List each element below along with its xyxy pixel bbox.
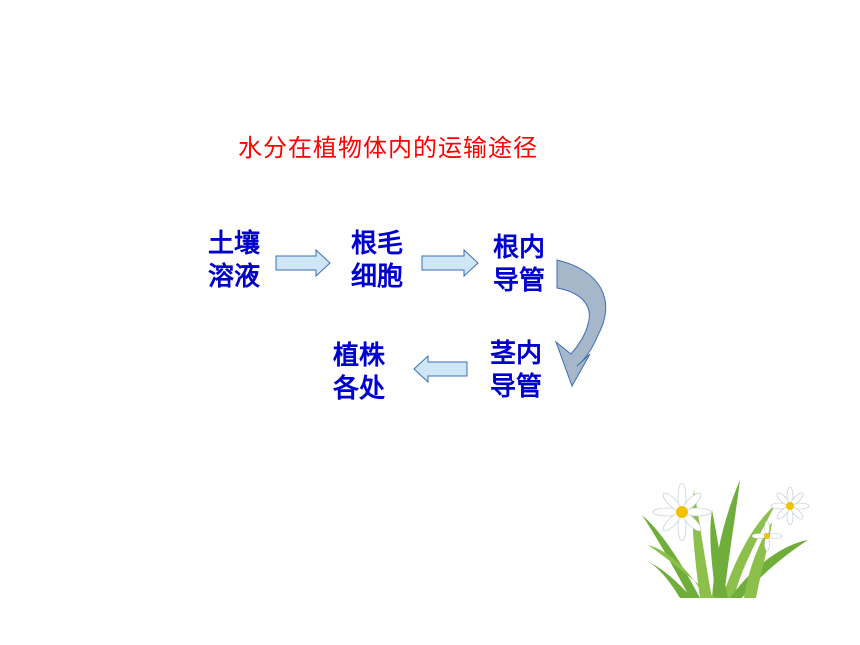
node-root-hair-cell: 根毛 细胞 <box>342 228 412 294</box>
node-root-hair-cell-line2: 细胞 <box>350 262 403 292</box>
flower-small-right <box>770 486 810 526</box>
node-root-vessel-line2: 导管 <box>492 266 545 296</box>
node-stem-vessel-line1: 茎内 <box>489 339 542 369</box>
node-whole-plant: 植株 各处 <box>324 340 394 406</box>
arrow-root-hair-to-root-vessel <box>421 248 479 278</box>
node-whole-plant-line1: 植株 <box>332 341 385 371</box>
node-root-vessel-line1: 根内 <box>492 233 545 263</box>
flower-large <box>652 482 712 542</box>
node-whole-plant-line2: 各处 <box>332 374 385 404</box>
arrow-soil-to-root-hair <box>275 248 331 278</box>
node-soil-solution: 土壤 溶液 <box>199 228 269 294</box>
arrow-stem-vessel-to-whole-plant <box>413 354 468 384</box>
node-soil-solution-line2: 溶液 <box>207 262 260 292</box>
node-root-hair-cell-line1: 根毛 <box>350 229 403 259</box>
diagram-title: 水分在植物体内的运输途径 <box>238 134 538 162</box>
node-stem-vessel-line2: 导管 <box>489 372 542 402</box>
node-stem-vessel: 茎内 导管 <box>481 338 551 404</box>
curved-arrow-root-to-stem <box>554 259 607 388</box>
flower-small-middle <box>751 520 783 552</box>
node-root-vessel: 根内 导管 <box>484 232 554 298</box>
node-soil-solution-line1: 土壤 <box>207 229 260 259</box>
